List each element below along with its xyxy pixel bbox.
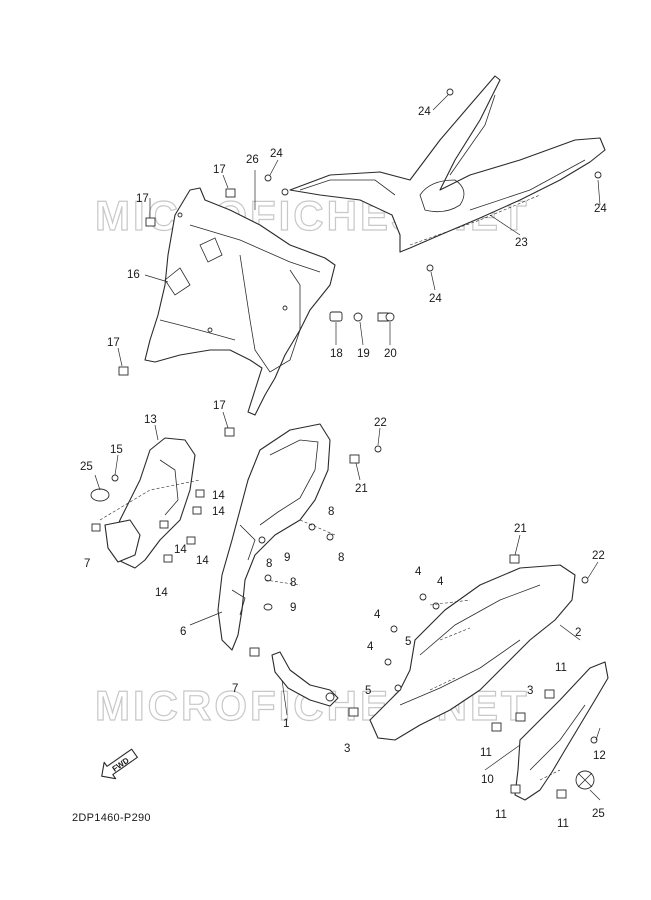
callout-3b: 3 — [527, 685, 533, 697]
callout-8b: 8 — [338, 552, 344, 564]
callout-14c: 14 — [174, 544, 187, 556]
callout-12: 12 — [593, 750, 606, 762]
callout-8c: 8 — [266, 558, 272, 570]
callout-15: 15 — [110, 444, 123, 456]
callout-20: 20 — [384, 348, 397, 360]
callout-9a: 9 — [284, 552, 290, 564]
callout-11d: 11 — [557, 818, 569, 830]
callout-25b: 25 — [592, 808, 605, 820]
callout-17b: 17 — [136, 193, 149, 205]
callout-14e: 14 — [155, 587, 168, 599]
callout-23: 23 — [515, 237, 528, 249]
callout-labels: 1 2 3 3 4 4 4 4 5 5 6 7 7 8 8 8 8 9 9 10… — [80, 106, 607, 830]
inner-front-panel-part — [144, 187, 336, 416]
callout-9b: 9 — [290, 602, 296, 614]
callout-2: 2 — [575, 627, 581, 639]
callout-11a: 11 — [555, 662, 567, 674]
hardware-group — [91, 88, 602, 799]
callout-26: 26 — [246, 154, 259, 166]
callout-21a: 21 — [355, 483, 368, 495]
callout-8d: 8 — [290, 577, 296, 589]
callout-13: 13 — [144, 414, 157, 426]
callout-24b: 24 — [270, 148, 283, 160]
callout-18: 18 — [330, 348, 343, 360]
lower-stay-part — [271, 651, 339, 707]
callout-24c: 24 — [594, 203, 607, 215]
callout-24d: 24 — [429, 293, 442, 305]
callout-5b: 5 — [365, 685, 371, 697]
callout-14b: 14 — [212, 506, 225, 518]
callout-17c: 17 — [107, 337, 120, 349]
callout-1: 1 — [283, 718, 289, 730]
floor-cover-part — [281, 75, 606, 253]
callout-14a: 14 — [212, 490, 225, 502]
callout-17a: 17 — [213, 164, 226, 176]
callout-6: 6 — [180, 626, 186, 638]
middle-side-cover-part — [217, 423, 331, 651]
callout-11c: 11 — [495, 809, 507, 821]
callout-16: 16 — [127, 269, 140, 281]
callout-25a: 25 — [80, 461, 93, 473]
callout-21b: 21 — [514, 523, 527, 535]
callout-11b: 11 — [480, 747, 492, 759]
callout-17d: 17 — [213, 400, 226, 412]
callout-14d: 14 — [196, 555, 209, 567]
callout-4a: 4 — [415, 566, 422, 578]
callout-3: 3 — [344, 743, 350, 755]
lower-rear-cover-part — [514, 661, 609, 801]
callout-22a: 22 — [374, 417, 387, 429]
diagram-code: 2DP1460-P290 — [72, 812, 151, 824]
callout-7a: 7 — [84, 558, 90, 570]
callout-8a: 8 — [328, 506, 334, 518]
leader-lines — [94, 94, 601, 801]
callout-19: 19 — [357, 348, 370, 360]
callout-4d: 4 — [367, 641, 374, 653]
forward-arrow-icon: FWD — [101, 748, 138, 780]
callout-22b: 22 — [592, 550, 605, 562]
callout-4c: 4 — [374, 609, 381, 621]
callout-10: 10 — [481, 774, 494, 786]
main-side-cover-part — [369, 564, 576, 741]
callout-7b: 7 — [232, 683, 238, 695]
callout-5a: 5 — [405, 636, 411, 648]
callout-24a: 24 — [418, 106, 431, 118]
callout-4b: 4 — [437, 576, 444, 588]
